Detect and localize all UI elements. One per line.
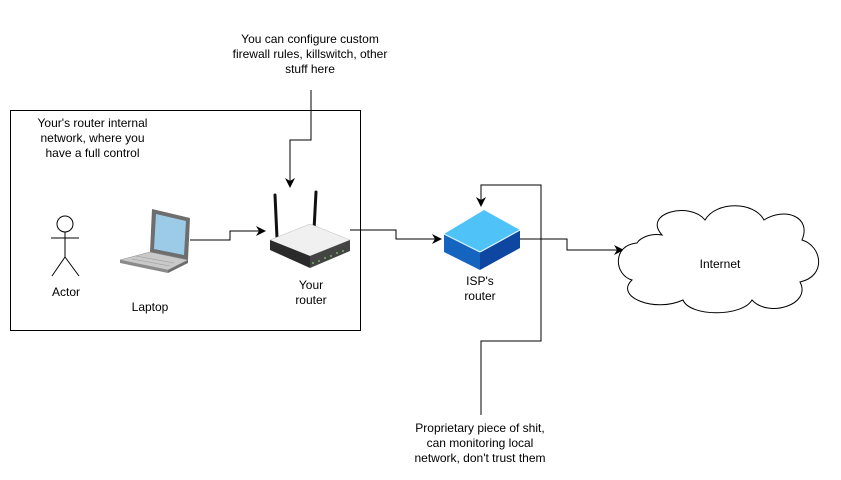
isp-router-icon bbox=[443, 210, 521, 270]
router-label: Your router bbox=[295, 278, 327, 307]
internal-network-note: Your's router internal network, where yo… bbox=[37, 116, 148, 160]
edge-note-to-router bbox=[285, 90, 312, 188]
internet-cloud-icon bbox=[617, 205, 820, 314]
internet-label: Internet bbox=[699, 257, 741, 271]
edge-bottom-note-to-isp bbox=[476, 184, 542, 415]
edge-isp-to-internet bbox=[520, 238, 624, 255]
actor-label: Actor bbox=[51, 285, 80, 299]
isp-warning-note: Proprietary piece of shit, can monitorin… bbox=[414, 421, 546, 465]
laptop-icon bbox=[119, 209, 190, 273]
internal-network-boundary bbox=[10, 110, 361, 331]
isp-router-label: ISP's router bbox=[464, 274, 496, 303]
laptop-label: Laptop bbox=[131, 300, 169, 314]
firewall-note: You can configure custom firewall rules,… bbox=[232, 32, 388, 76]
edge-router-to-isp bbox=[350, 229, 442, 244]
edge-laptop-to-router bbox=[190, 226, 266, 241]
actor-icon bbox=[51, 215, 80, 277]
router-icon bbox=[269, 190, 351, 268]
